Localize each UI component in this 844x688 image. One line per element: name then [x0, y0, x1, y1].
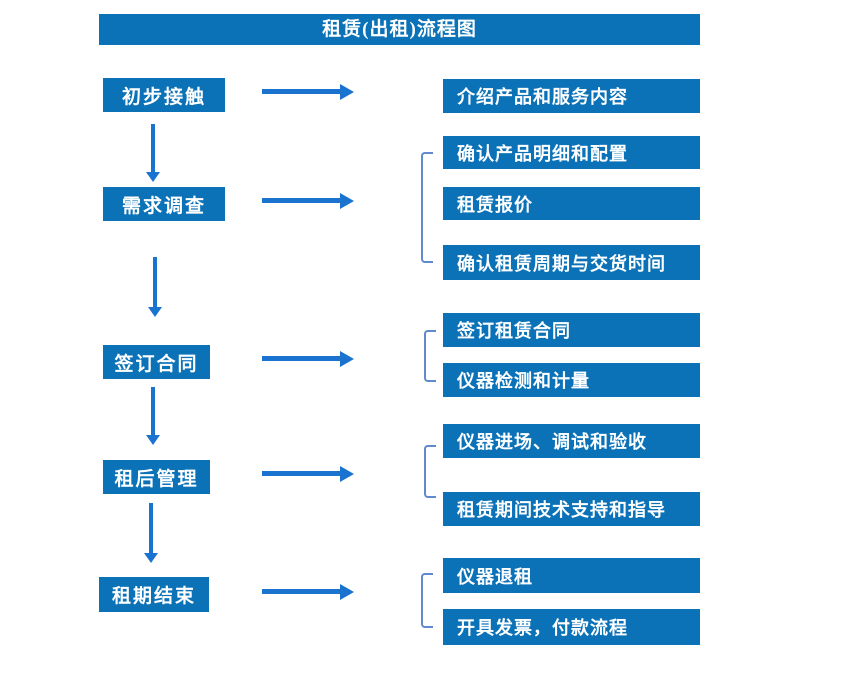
stage-box-sign-contract: 签订合同	[103, 345, 210, 379]
bracket-group-3	[424, 330, 436, 382]
arrow-down-icon-3	[151, 387, 155, 435]
arrow-down-icon-1	[151, 124, 155, 172]
detail-box-invoice-payment: 开具发票，付款流程	[443, 609, 700, 645]
arrow-down-icon-2	[153, 257, 157, 307]
stage-box-lease-end: 租期结束	[99, 577, 209, 612]
arrow-right-icon-1	[262, 89, 340, 94]
arrow-right-icon-4	[262, 471, 340, 476]
bracket-group-2	[421, 152, 433, 263]
detail-box-confirm-period: 确认租赁周期与交货时间	[443, 245, 700, 280]
flowchart-title: 租赁(出租)流程图	[99, 14, 700, 45]
bracket-group-4	[424, 445, 436, 498]
detail-box-instrument-setup: 仪器进场、调试和验收	[443, 424, 700, 458]
arrow-down-icon-4	[149, 503, 153, 553]
detail-box-tech-support: 租赁期间技术支持和指导	[443, 492, 700, 526]
arrow-right-icon-3	[262, 356, 340, 361]
stage-box-demand-survey: 需求调查	[103, 187, 225, 221]
stage-box-post-rental: 租后管理	[103, 460, 210, 494]
detail-box-rental-quote: 租赁报价	[443, 187, 700, 220]
arrow-right-icon-2	[262, 198, 340, 203]
detail-box-instrument-testing: 仪器检测和计量	[443, 363, 700, 397]
bracket-group-5	[421, 573, 433, 628]
detail-box-instrument-return: 仪器退租	[443, 558, 700, 593]
detail-box-sign-rental-contract: 签订租赁合同	[443, 313, 700, 347]
arrow-right-icon-5	[262, 589, 340, 594]
detail-box-confirm-config: 确认产品明细和配置	[443, 136, 700, 169]
detail-box-intro-products: 介绍产品和服务内容	[443, 79, 700, 113]
stage-box-initial-contact: 初步接触	[103, 78, 225, 112]
